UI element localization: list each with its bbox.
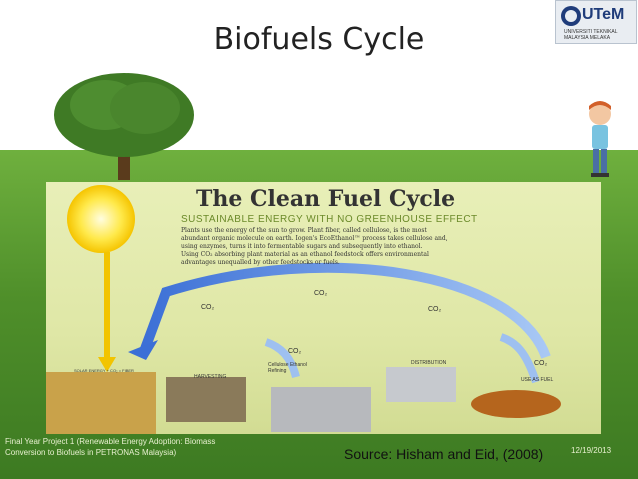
sun-ray-arrow [98,252,116,372]
co2-cycle-arrow [142,268,546,357]
use-arrow [501,337,536,382]
footer-source: Source: Hisham and Eid, (2008) [344,446,543,462]
stage-harvesting-label: HARVESTING [194,374,226,380]
fiber-field [46,372,156,434]
co2-label: CO₂ [534,360,547,367]
body-line: Plants use the energy of the sun to grow… [181,227,581,235]
tree-illustration [50,70,200,180]
car-image [471,390,561,418]
body-line: advantages unequalled by other feedstock… [181,259,581,267]
co2-label: CO₂ [314,290,327,297]
distribution-image [386,367,456,402]
stage-refining-label: Cellulose Ethanol Refining [268,362,316,374]
body-line: Using CO₂ absorbing plant material as an… [181,251,581,259]
co2-label: CO₂ [201,304,214,311]
sun-icon [67,185,135,253]
body-line: abundant organic molecule on earth. Ioge… [181,235,581,243]
stage-distribution-label: DISTRIBUTION [411,360,446,366]
stage-solar-label: SOLAR ENERGY + CO₂ = FIBER [74,368,134,373]
utem-logo: UTeM UNIVERSITI TEKNIKAL MALAYSIA MELAKA [555,0,637,44]
clean-fuel-cycle-figure: The Clean Fuel Cycle SUSTAINABLE ENERGY … [46,182,601,434]
co2-label: CO₂ [428,306,441,313]
logo-text: UTeM [582,6,624,24]
body-line: using enzymes, turns it into fermentable… [181,243,581,251]
footer-date: 12/19/2013 [571,446,611,455]
figure-subheading: SUSTAINABLE ENERGY WITH NO GREENHOUSE EF… [181,214,478,225]
boy-illustration [580,100,620,180]
co2-label: CO₂ [288,348,301,355]
refinery-image [271,387,371,432]
logo-emblem-icon [560,5,582,27]
figure-body: Plants use the energy of the sun to grow… [181,227,581,267]
slide-title: Biofuels Cycle [0,22,638,57]
harvesting-image [166,377,246,422]
footer-project: Final Year Project 1 (Renewable Energy A… [5,436,245,458]
stage-use-label: USE AS FUEL [521,377,553,383]
logo-subtext: UNIVERSITI TEKNIKAL MALAYSIA MELAKA [564,29,634,41]
figure-heading: The Clean Fuel Cycle [196,186,455,212]
